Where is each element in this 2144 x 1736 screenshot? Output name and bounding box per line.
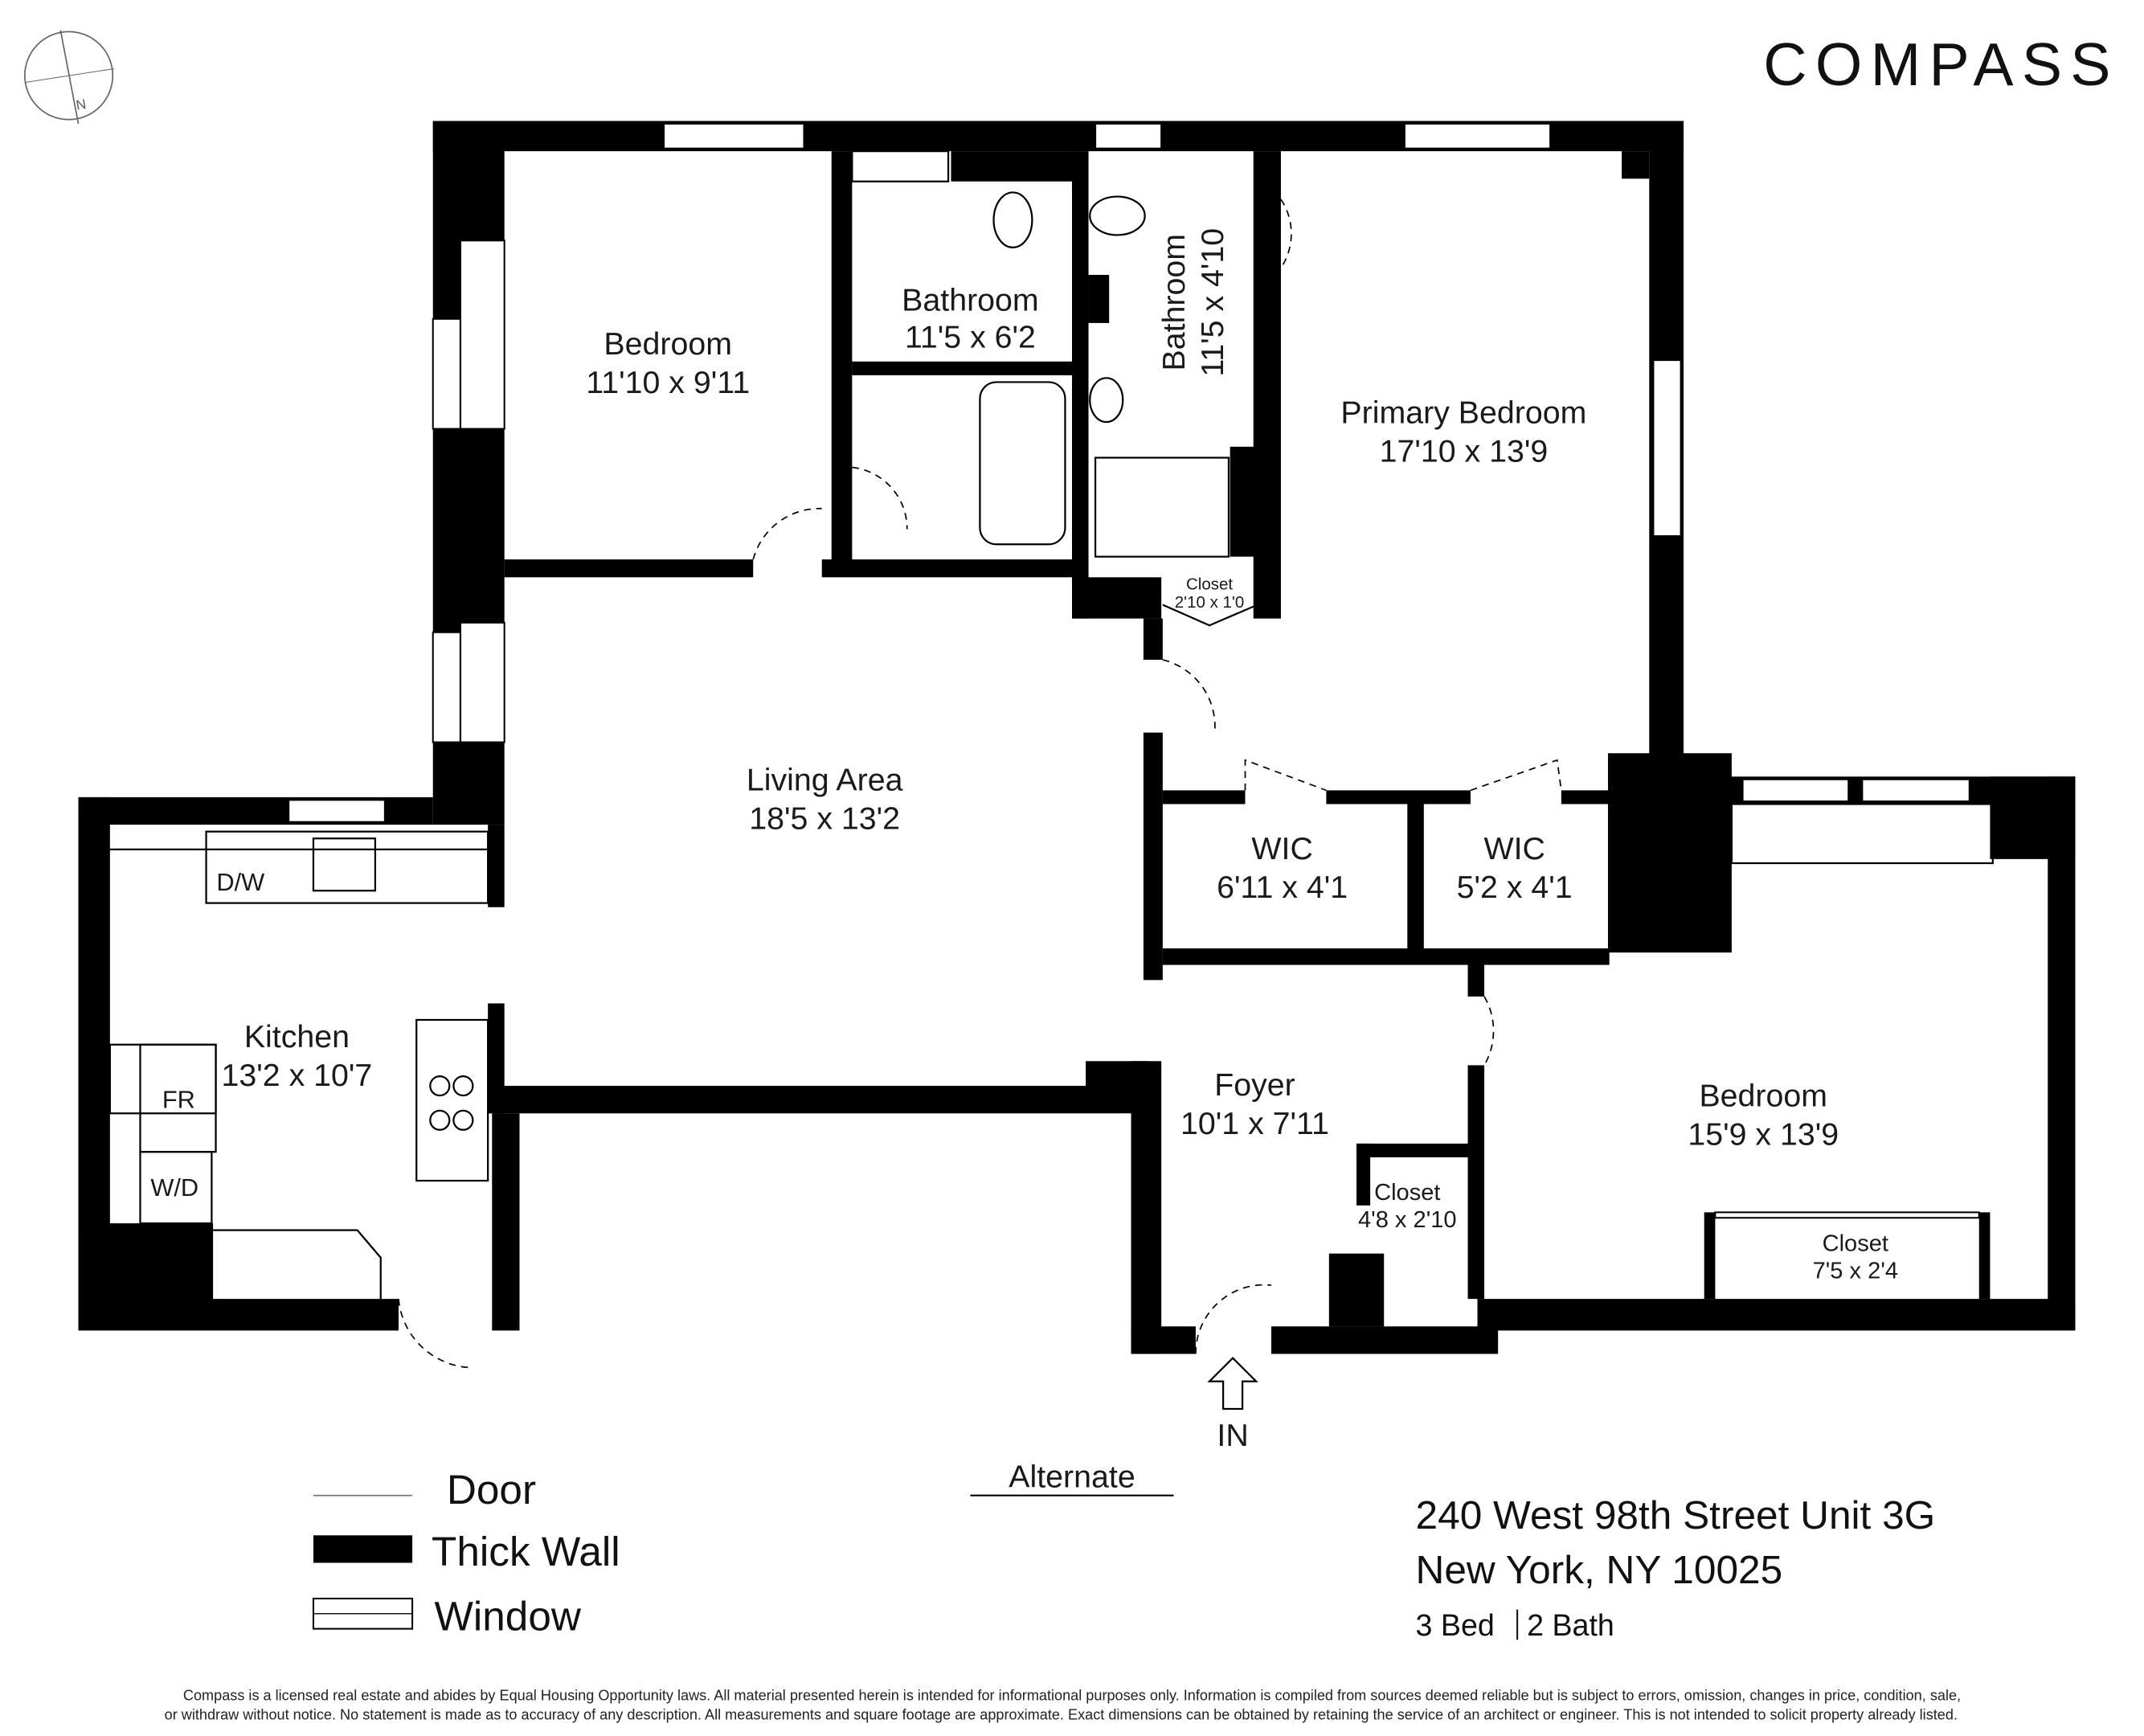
room-name: WIC xyxy=(1251,831,1312,866)
entrance-arrow-icon xyxy=(1207,1357,1258,1410)
north-label: N xyxy=(75,96,87,113)
room-dims: 18'5 x 13'2 xyxy=(749,800,900,836)
room-dims: 4'8 x 2'10 xyxy=(1358,1207,1457,1233)
legend-window-label: Window xyxy=(434,1593,581,1639)
room-bedroom-1: Bedroom 11'10 x 9'11 xyxy=(586,326,750,400)
room-kitchen: Kitchen 13'2 x 10'7 xyxy=(222,1019,373,1093)
room-bathroom-2: Bathroom 11'5 x 4'10 xyxy=(1156,228,1230,377)
disclaimer-line2: or withdraw without notice. No statement… xyxy=(165,1706,1958,1722)
room-dims: 15'9 x 13'9 xyxy=(1688,1117,1839,1153)
room-name: Bathroom xyxy=(1156,234,1192,371)
walls xyxy=(78,121,2076,1369)
room-bedroom-2: Bedroom 15'9 x 13'9 xyxy=(1688,1079,1839,1153)
room-name: WIC xyxy=(1483,831,1545,866)
room-name: Primary Bedroom xyxy=(1340,395,1586,431)
room-wic-2: WIC 5'2 x 4'1 xyxy=(1457,831,1573,905)
room-closet-1: Closet 2'10 x 1'0 xyxy=(1175,575,1245,612)
room-dims: 11'5 x 4'10 xyxy=(1195,228,1230,377)
alternate-label: Alternate xyxy=(1009,1459,1135,1494)
baths-count: 2 Bath xyxy=(1527,1608,1614,1642)
room-name: Foyer xyxy=(1214,1067,1295,1103)
room-dims: 5'2 x 4'1 xyxy=(1457,870,1573,905)
room-name: Closet xyxy=(1374,1180,1440,1206)
legend-door-label: Door xyxy=(447,1467,536,1513)
fridge-label: FR xyxy=(162,1085,195,1113)
beds-count: 3 Bed xyxy=(1416,1608,1495,1642)
room-dims: 11'5 x 6'2 xyxy=(905,320,1036,355)
dishwasher-label: D/W xyxy=(216,868,264,896)
room-name: Living Area xyxy=(747,762,903,797)
room-dims: 17'10 x 13'9 xyxy=(1380,434,1549,469)
room-closet-2: Closet 4'8 x 2'10 xyxy=(1358,1180,1457,1233)
room-name: Bedroom xyxy=(1699,1079,1827,1114)
room-dims: 11'10 x 9'11 xyxy=(586,365,750,400)
compass-logo: COMPASS xyxy=(1763,31,2119,98)
legend: Door Thick Wall Window xyxy=(312,1467,620,1639)
washer-dryer-label: W/D xyxy=(150,1173,198,1202)
room-dims: 7'5 x 2'4 xyxy=(1813,1258,1898,1284)
room-wic-1: WIC 6'11 x 4'1 xyxy=(1217,831,1348,905)
entrance-label: IN xyxy=(1217,1418,1248,1453)
room-name: Closet xyxy=(1823,1230,1888,1256)
north-arrow-icon: N xyxy=(23,30,115,125)
room-primary-bedroom: Primary Bedroom 17'10 x 13'9 xyxy=(1340,395,1586,469)
room-dims: 13'2 x 10'7 xyxy=(222,1058,373,1093)
room-name: Closet xyxy=(1186,575,1233,594)
room-living-area: Living Area 18'5 x 13'2 xyxy=(747,762,903,836)
room-bathroom-1: Bathroom 11'5 x 6'2 xyxy=(902,283,1039,355)
room-closet-3: Closet 7'5 x 2'4 xyxy=(1813,1230,1898,1284)
address-block: 240 West 98th Street Unit 3G New York, N… xyxy=(1416,1492,1936,1642)
legend-wall-swatch xyxy=(313,1535,413,1563)
room-dims: 2'10 x 1'0 xyxy=(1175,593,1245,612)
legend-wall-label: Thick Wall xyxy=(432,1529,620,1574)
room-name: Bathroom xyxy=(902,283,1039,318)
address-line2: New York, NY 10025 xyxy=(1416,1547,1783,1592)
room-dims: 10'1 x 7'11 xyxy=(1180,1106,1329,1141)
room-dims: 6'11 x 4'1 xyxy=(1217,870,1348,905)
room-foyer: Foyer 10'1 x 7'11 xyxy=(1180,1067,1329,1141)
disclaimer-line1: Compass is a licensed real estate and ab… xyxy=(183,1688,1961,1704)
room-name: Bedroom xyxy=(604,326,732,362)
address-line1: 240 West 98th Street Unit 3G xyxy=(1416,1492,1936,1537)
room-name: Kitchen xyxy=(244,1019,350,1054)
